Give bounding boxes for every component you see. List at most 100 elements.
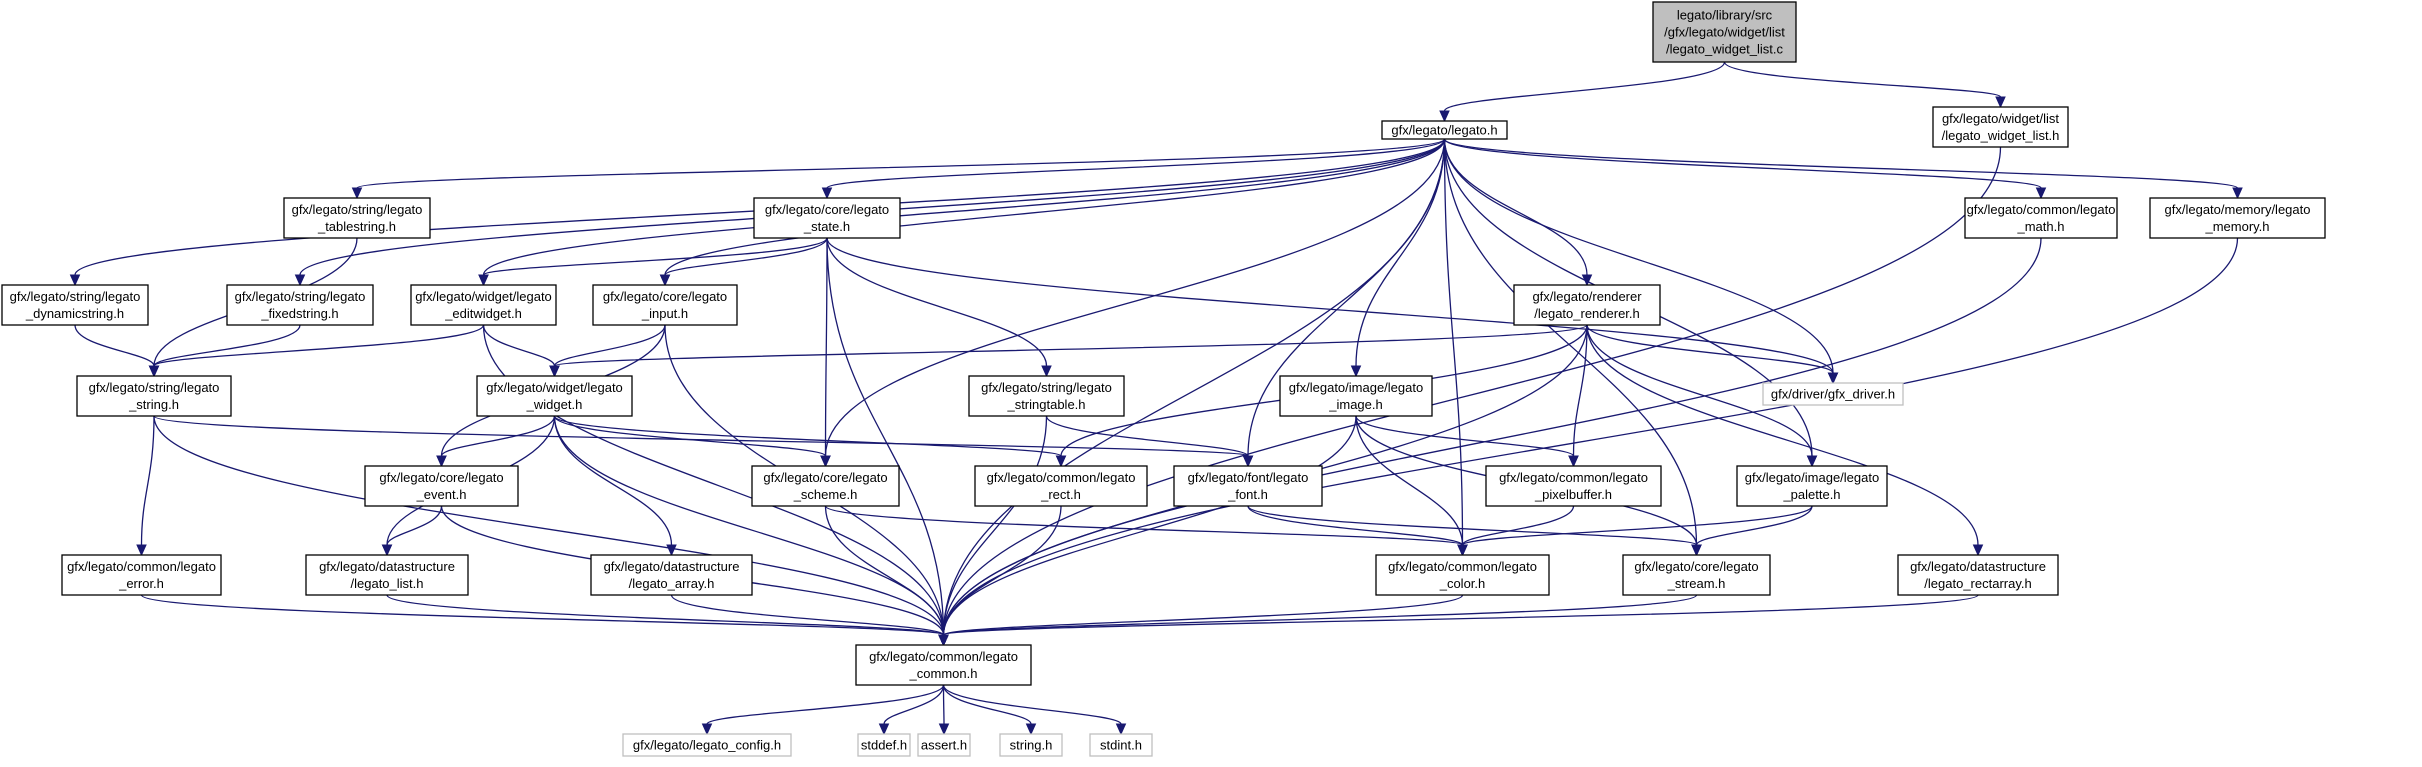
node-label-line: gfx/legato/common/legato xyxy=(1499,470,1648,485)
node-label-line: _math.h xyxy=(2017,219,2065,234)
node-label-line: /legato_rectarray.h xyxy=(1924,576,2031,591)
edge-arrowhead xyxy=(381,544,393,557)
edge-common-to-string-h xyxy=(942,684,1037,736)
edge-line xyxy=(1443,138,1464,546)
edge-line xyxy=(942,684,1122,725)
node-editwidget[interactable]: gfx/legato/widget/legato_editwidget.h xyxy=(410,284,557,326)
node-label-line: gfx/legato/legato_config.h xyxy=(633,738,781,753)
edge-arrowhead xyxy=(1350,365,1362,378)
edge-arrowhead xyxy=(1568,455,1579,468)
edge-line xyxy=(1586,324,1813,457)
edge-line xyxy=(883,684,945,725)
node-root[interactable]: legato/library/src/gfx/legato/widget/lis… xyxy=(1652,1,1797,63)
edge-line xyxy=(1723,61,2002,98)
node-stringtable[interactable]: gfx/legato/string/legato_stringtable.h xyxy=(968,375,1125,417)
edge-legato-h-to-state xyxy=(821,138,1446,200)
node-string-h[interactable]: string.h xyxy=(999,733,1063,757)
edge-line xyxy=(1443,138,1588,276)
edge-arrowhead xyxy=(1827,372,1839,385)
node-box xyxy=(592,284,738,326)
edge-line xyxy=(824,505,945,636)
edge-arrowhead xyxy=(820,455,831,468)
edge-line xyxy=(824,237,828,457)
node-rectarray[interactable]: gfx/legato/datastructure/legato_rectarra… xyxy=(1897,554,2059,596)
edge-line xyxy=(942,594,1979,636)
node-image[interactable]: gfx/legato/image/legato_image.h xyxy=(1279,375,1433,417)
node-state[interactable]: gfx/legato/core/legato_state.h xyxy=(753,197,901,239)
node-label-line: gfx/legato/common/legato xyxy=(869,649,1018,664)
node-dynamicstring[interactable]: gfx/legato/string/legato_dynamicstring.h xyxy=(1,284,149,326)
edge-widget-to-scheme xyxy=(553,415,831,468)
node-assert[interactable]: assert.h xyxy=(917,733,971,757)
node-label-line: gfx/legato/widget/legato xyxy=(415,289,552,304)
node-math[interactable]: gfx/legato/common/legato_math.h xyxy=(1964,197,2118,239)
node-label-line: stdint.h xyxy=(1100,738,1142,753)
node-stream[interactable]: gfx/legato/core/legato_stream.h xyxy=(1622,554,1771,596)
node-memory[interactable]: gfx/legato/memory/legato_memory.h xyxy=(2149,197,2326,239)
node-box xyxy=(364,465,519,507)
node-box xyxy=(1652,1,1797,63)
node-gfx-driver[interactable]: gfx/driver/gfx_driver.h xyxy=(1762,382,1904,406)
edge-common-to-assert xyxy=(938,684,950,736)
edge-line xyxy=(440,415,556,457)
edge-arrowhead xyxy=(549,365,560,378)
node-palette[interactable]: gfx/legato/image/legato_palette.h xyxy=(1736,465,1888,507)
edge-common-to-config xyxy=(701,684,945,736)
node-config[interactable]: gfx/legato/legato_config.h xyxy=(622,733,792,757)
node-scheme[interactable]: gfx/legato/core/legato_scheme.h xyxy=(751,465,900,507)
node-string[interactable]: gfx/legato/string/legato_string.h xyxy=(76,375,232,417)
node-label-line: stddef.h xyxy=(861,738,907,753)
edge-line xyxy=(942,594,1698,636)
node-widget-list-h[interactable]: gfx/legato/widget/list/legato_widget_lis… xyxy=(1932,106,2069,148)
edge-renderer-to-palette xyxy=(1586,324,1818,468)
node-error[interactable]: gfx/legato/common/legato_error.h xyxy=(61,554,222,596)
node-box xyxy=(1375,554,1550,596)
node-rect[interactable]: gfx/legato/common/legato_rect.h xyxy=(974,465,1148,507)
node-list[interactable]: gfx/legato/datastructure/legato_list.h xyxy=(305,554,469,596)
node-input[interactable]: gfx/legato/core/legato_input.h xyxy=(592,284,738,326)
node-box xyxy=(1736,465,1888,507)
node-label-line: _fixedstring.h xyxy=(260,306,338,321)
edge-line xyxy=(1461,505,1813,546)
node-label-line: /legato_array.h xyxy=(629,576,715,591)
node-label-line: gfx/legato/core/legato xyxy=(1634,559,1758,574)
node-stddef[interactable]: stddef.h xyxy=(857,733,911,757)
node-box xyxy=(857,733,911,757)
node-label-line: gfx/legato/memory/legato xyxy=(2165,202,2311,217)
edge-arrowhead xyxy=(1055,455,1067,468)
node-renderer[interactable]: gfx/legato/renderer/legato_renderer.h xyxy=(1513,284,1661,326)
edge-line xyxy=(942,684,945,725)
edge-state-to-stringtable xyxy=(826,237,1052,378)
node-color[interactable]: gfx/legato/common/legato_color.h xyxy=(1375,554,1550,596)
node-array[interactable]: gfx/legato/datastructure/legato_array.h xyxy=(590,554,753,596)
node-label-line: _event.h xyxy=(416,487,467,502)
edge-arrowhead xyxy=(666,544,677,557)
edge-common-to-stddef xyxy=(878,684,945,736)
node-label-line: gfx/legato/legato.h xyxy=(1391,123,1497,138)
edge-palette-to-stream xyxy=(1691,505,1813,557)
node-common[interactable]: gfx/legato/common/legato_common.h xyxy=(855,644,1032,686)
node-label-line: gfx/legato/widget/legato xyxy=(486,380,623,395)
node-box xyxy=(410,284,557,326)
edge-string-to-common xyxy=(153,415,949,647)
node-box xyxy=(1513,284,1661,326)
edge-legato-h-to-memory xyxy=(1443,138,2243,200)
node-box xyxy=(1897,554,2059,596)
node-event[interactable]: gfx/legato/core/legato_event.h xyxy=(364,465,519,507)
node-pixelbuffer[interactable]: gfx/legato/common/legato_pixelbuffer.h xyxy=(1485,465,1662,507)
edge-editwidget-to-widget xyxy=(482,324,560,378)
edge-line xyxy=(386,594,945,636)
node-stdint[interactable]: stdint.h xyxy=(1089,733,1153,757)
node-box xyxy=(1964,197,2118,239)
edge-line xyxy=(1586,324,1979,546)
edge-root-to-widget-list-h xyxy=(1723,61,2006,109)
edge-stream-to-common xyxy=(938,594,1698,647)
edge-line xyxy=(664,138,1446,276)
node-legato-h[interactable]: gfx/legato/legato.h xyxy=(1381,120,1508,140)
edge-arrowhead xyxy=(436,455,447,468)
node-fixedstring[interactable]: gfx/legato/string/legato_fixedstring.h xyxy=(226,284,374,326)
node-label-line: _font.h xyxy=(1227,487,1268,502)
node-font[interactable]: gfx/legato/font/legato_font.h xyxy=(1173,465,1323,507)
node-widget[interactable]: gfx/legato/widget/legato_widget.h xyxy=(476,375,633,417)
node-tablestring[interactable]: gfx/legato/string/legato_tablestring.h xyxy=(283,197,431,239)
